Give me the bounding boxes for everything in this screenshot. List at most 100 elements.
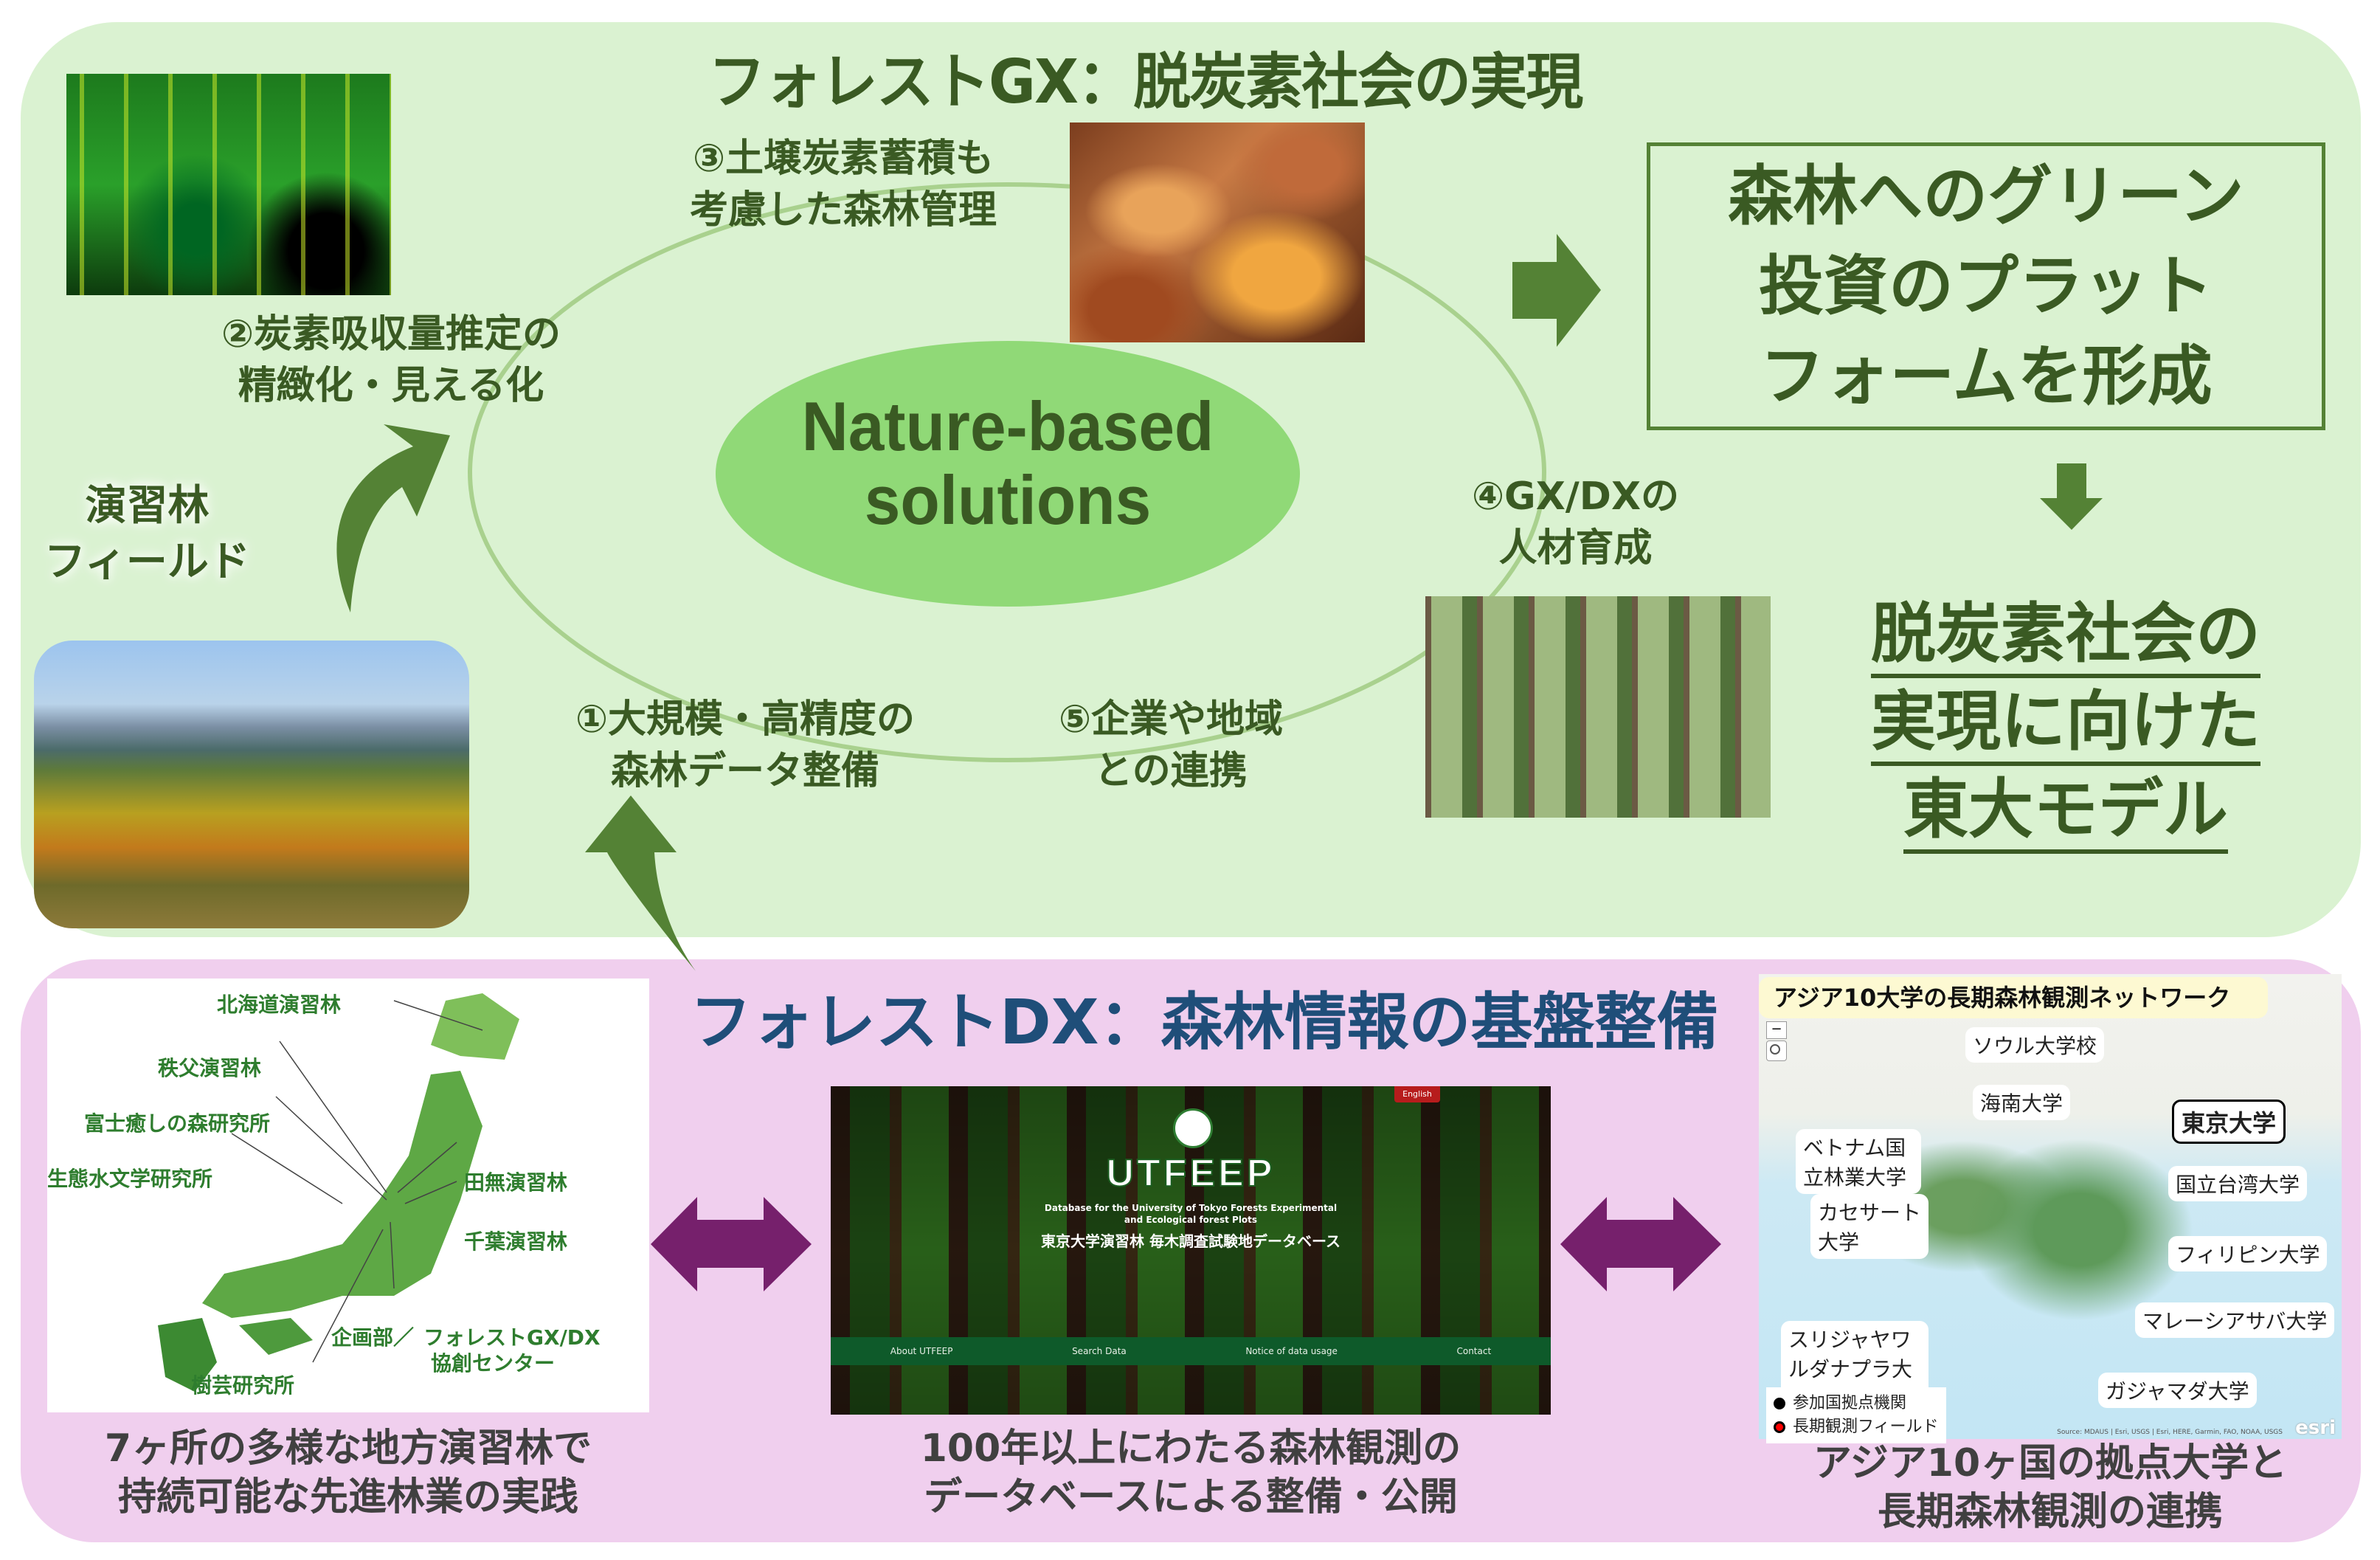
site-tanashi: 田無演習林: [464, 1170, 568, 1195]
univ-vietnam-forestry: ベトナム国立林業大学: [1796, 1129, 1921, 1194]
goal-line3: 東大モデル: [1903, 770, 2228, 854]
platform-line3: フォームを形成: [1760, 338, 2213, 414]
cycle-item-5-line2: との連携: [1094, 749, 1248, 793]
utfeep-logo-icon: [1173, 1108, 1213, 1148]
map-legend: 参加国拠点機関 長期観測フィールド: [1766, 1387, 1946, 1443]
utfeep-subtitle-ja: 東京大学演習林 毎木調査試験地データベース: [1041, 1232, 1341, 1250]
esri-logo: esri: [2295, 1417, 2336, 1439]
cycle-item-1-line2: 森林データ整備: [611, 749, 880, 793]
asia-caption: アジア10ヶ国の拠点大学と 長期森林観測の連携: [1759, 1439, 2342, 1536]
japan-silhouette: [158, 993, 519, 1392]
utokyo-model-goal: 脱炭素社会の 実現に向けた 東大モデル: [1830, 590, 2302, 854]
univ-hainan: 海南大学: [1973, 1085, 2071, 1120]
green-investment-platform-box: [1647, 142, 2325, 430]
field-training-group-image: [1425, 596, 1771, 818]
site-chichibu: 秩父演習林: [158, 1056, 262, 1080]
locate-icon: [1770, 1044, 1780, 1055]
autumn-forest-image: [34, 641, 469, 928]
utfeep-subtitle-en-1: Database for the University of Tokyo For…: [1044, 1203, 1338, 1213]
japan-forests-map: 北海道演習林 秩父演習林 富士癒しの森研究所 生態水文学研究所 田無演習林 千葉…: [47, 979, 649, 1412]
japan-caption: 7ヶ所の多様な地方演習林で 持続可能な先進林業の実践: [47, 1424, 649, 1522]
cycle-item-4-line1: ④GX/DXの: [1472, 474, 1680, 519]
cycle-item-2-line2: 精緻化・見える化: [238, 364, 544, 408]
english-button[interactable]: English: [1394, 1086, 1440, 1102]
utfeep-caption: 100年以上にわたる森林観測の データベースによる整備・公開: [831, 1424, 1551, 1522]
univ-tokyo: 東京大学: [2172, 1100, 2286, 1144]
red-dot-icon: [1774, 1421, 1785, 1433]
black-dot-icon: [1774, 1398, 1785, 1409]
platform-line2: 投資のプラット: [1758, 248, 2213, 324]
down-arrow: [2040, 463, 2103, 530]
univ-taiwan: 国立台湾大学: [2168, 1166, 2308, 1201]
nav-search-data[interactable]: Search Data: [1072, 1346, 1127, 1356]
cycle-item-5-line1: ⑤企業や地域: [1059, 697, 1284, 742]
curved-arrow-to-item2: [336, 424, 450, 612]
platform-box-text: 森林へのグリーン 投資のプラット フォームを形成: [1647, 151, 2325, 421]
utfeep-caption-line1: 100年以上にわたる森林観測の: [920, 1426, 1461, 1471]
platform-line1: 森林へのグリーン: [1728, 158, 2244, 234]
legend-item-base: 参加国拠点機関: [1774, 1392, 1939, 1415]
univ-kasetsart: カセサート大学: [1810, 1194, 1928, 1259]
asia-network-map: アジア10大学の長期森林観測ネットワーク − ソウル大学校 東京大学 海南大学 …: [1759, 974, 2342, 1443]
site-ecohydrology: 生態水文学研究所: [47, 1167, 213, 1191]
cycle-item-4: ④GX/DXの 人材育成: [1472, 471, 1679, 574]
cycle-item-5: ⑤企業や地域 との連携: [1059, 694, 1283, 797]
utfeep-subtitle-en-2: and Ecological forest Plots: [1124, 1215, 1258, 1225]
japan-caption-line2: 持続可能な先進林業の実践: [117, 1475, 578, 1519]
site-arboricultural: 樹芸研究所: [191, 1373, 295, 1398]
nav-contact[interactable]: Contact: [1456, 1346, 1492, 1356]
cycle-item-1: ①大規模・高精度の 森林データ整備: [575, 694, 915, 797]
utfeep-logo-text: UTFEEP: [1105, 1151, 1276, 1195]
goal-line1: 脱炭素社会の: [1870, 594, 2260, 678]
nbs-line1: Nature-based: [801, 387, 1214, 465]
nav-notice[interactable]: Notice of data usage: [1245, 1346, 1338, 1356]
site-fuji: 富士癒しの森研究所: [84, 1111, 271, 1136]
double-arrow-left: [651, 1197, 812, 1291]
cycle-item-1-line1: ①大規模・高精度の: [575, 697, 916, 742]
map-attribution: Source: MDAUS | Esri, USGS | Esri, HERE,…: [2057, 1429, 2283, 1436]
utfeep-nav-bar: About UTFEEP Search Data Notice of data …: [831, 1337, 1551, 1365]
asia-caption-line2: 長期森林観測の連携: [1877, 1490, 2223, 1534]
legend-field-label: 長期観測フィールド: [1793, 1418, 1939, 1436]
zoom-out-button[interactable]: −: [1766, 1021, 1787, 1039]
cycle-item-3-line2: 考慮した森林管理: [690, 188, 997, 232]
gx-title: フォレストGX：脱炭素社会の実現: [708, 47, 1583, 117]
field-label: 演習林 フィールド: [44, 478, 250, 590]
nbs-line2: solutions: [864, 461, 1152, 539]
nature-based-solutions-ellipse: [716, 341, 1300, 607]
asia-map-title: アジア10大学の長期森林観測ネットワーク: [1759, 977, 2268, 1018]
goal-line2: 実現に向けた: [1870, 682, 2260, 766]
legend-item-field: 長期観測フィールド: [1774, 1415, 1939, 1439]
univ-gadjah-mada: ガジャマダ大学: [2098, 1373, 2257, 1408]
gxdx-center-label: フォレストGX/DX: [423, 1325, 601, 1350]
right-arrow: [1512, 234, 1601, 347]
utfeep-website-screenshot: English UTFEEP Database for the Universi…: [831, 1086, 1551, 1415]
curved-arrow-to-item1: [585, 795, 696, 971]
hq-label: 企画部／: [331, 1325, 415, 1350]
legend-base-label: 参加国拠点機関: [1793, 1394, 1907, 1412]
gxdx-center-label-2: 協創センター: [431, 1351, 556, 1376]
double-arrow-right: [1560, 1197, 1721, 1291]
utfeep-caption-line2: データベースによる整備・公開: [924, 1475, 1458, 1519]
univ-malaysia-sabah: マレーシアサバ大学: [2135, 1302, 2335, 1338]
asia-caption-line1: アジア10ヶ国の拠点大学と: [1813, 1441, 2288, 1485]
fallen-leaves-image: [1070, 122, 1365, 342]
site-chiba: 千葉演習林: [464, 1229, 568, 1254]
cycle-item-2: ②炭素吸収量推定の 精緻化・見える化: [221, 308, 561, 412]
univ-seoul: ソウル大学校: [1965, 1027, 2105, 1063]
cycle-item-3: ③土壌炭素蓄積も 考慮した森林管理: [690, 133, 997, 236]
nature-based-solutions-label: Nature-based solutions: [736, 390, 1280, 537]
field-label-line1: 演習林: [85, 482, 210, 530]
locate-button[interactable]: [1766, 1040, 1787, 1061]
lidar-point-cloud-image: [66, 74, 391, 295]
cycle-ring: [468, 182, 1546, 762]
dx-title: フォレストDX：森林情報の基盤整備: [690, 986, 1719, 1058]
site-hokkaido: 北海道演習林: [217, 993, 342, 1017]
nav-about[interactable]: About UTFEEP: [890, 1346, 953, 1356]
japan-caption-line1: 7ヶ所の多様な地方演習林で: [104, 1426, 592, 1471]
cycle-item-4-line2: 人材育成: [1498, 526, 1653, 570]
univ-philippines: フィリピン大学: [2168, 1236, 2328, 1271]
cycle-item-3-line1: ③土壌炭素蓄積も: [692, 137, 994, 181]
field-label-line2: フィールド: [44, 538, 250, 586]
